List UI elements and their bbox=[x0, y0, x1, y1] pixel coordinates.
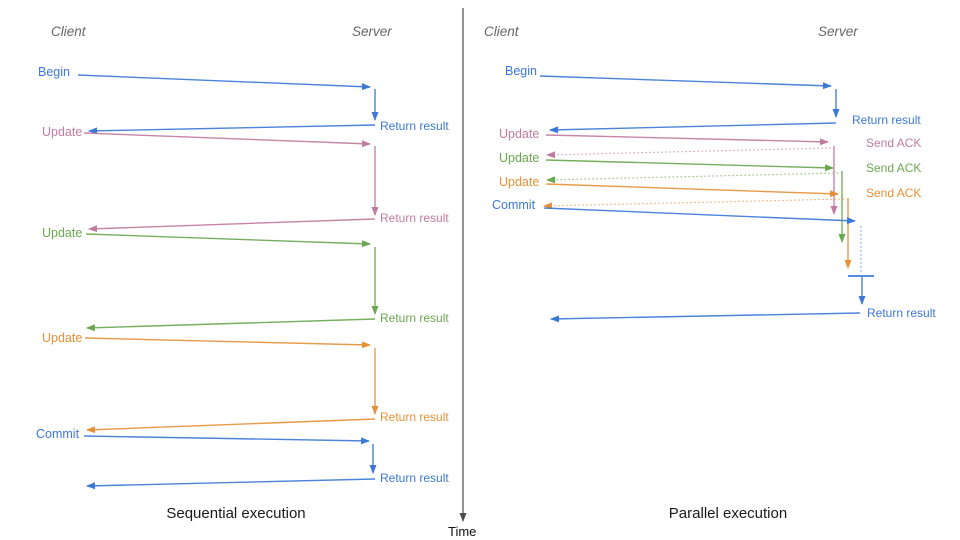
seq-update3-label: Update bbox=[42, 331, 83, 345]
par-commit-arrows bbox=[543, 207, 874, 323]
seq-update2-label: Update bbox=[42, 226, 83, 240]
par-return-result-2: Return result bbox=[867, 306, 936, 320]
seq-return-result-2: Return result bbox=[380, 211, 449, 225]
par-begin-label: Begin bbox=[505, 64, 537, 78]
seq-update1-arrows bbox=[83, 132, 379, 233]
seq-update2-arrows bbox=[85, 233, 379, 332]
seq-begin-label: Begin bbox=[38, 65, 70, 79]
seq-commit-arrows bbox=[83, 435, 377, 490]
seq-update1-label: Update bbox=[42, 125, 83, 139]
par-server-label: Server bbox=[818, 24, 858, 39]
par-send-ack-3: Send ACK bbox=[866, 186, 922, 200]
par-update1-arrows bbox=[545, 134, 838, 215]
par-send-ack-1: Send ACK bbox=[866, 136, 922, 150]
par-begin-arrows bbox=[539, 75, 840, 134]
seq-update3-arrows bbox=[84, 337, 379, 434]
par-update1-label: Update bbox=[499, 127, 540, 141]
seq-return-result-5: Return result bbox=[380, 471, 449, 485]
par-update2-arrows bbox=[545, 159, 846, 243]
par-update3-arrows bbox=[543, 183, 852, 269]
seq-return-result-4: Return result bbox=[380, 410, 449, 424]
par-return-result-1: Return result bbox=[852, 113, 921, 127]
sequential-execution-title: Sequential execution bbox=[166, 505, 306, 522]
seq-commit-label: Commit bbox=[36, 427, 80, 441]
seq-server-label: Server bbox=[352, 24, 392, 39]
parallel-execution-title: Parallel execution bbox=[668, 505, 788, 522]
time-axis-label: Time bbox=[448, 524, 477, 539]
seq-return-result-1: Return result bbox=[380, 119, 449, 133]
par-update3-label: Update bbox=[499, 175, 540, 189]
seq-return-result-3: Return result bbox=[380, 311, 449, 325]
par-client-label: Client bbox=[484, 24, 519, 39]
seq-begin-arrows bbox=[77, 74, 379, 135]
par-send-ack-2: Send ACK bbox=[866, 161, 922, 175]
seq-client-label: Client bbox=[51, 24, 86, 39]
par-update2-label: Update bbox=[499, 151, 540, 165]
par-commit-label: Commit bbox=[492, 198, 536, 212]
